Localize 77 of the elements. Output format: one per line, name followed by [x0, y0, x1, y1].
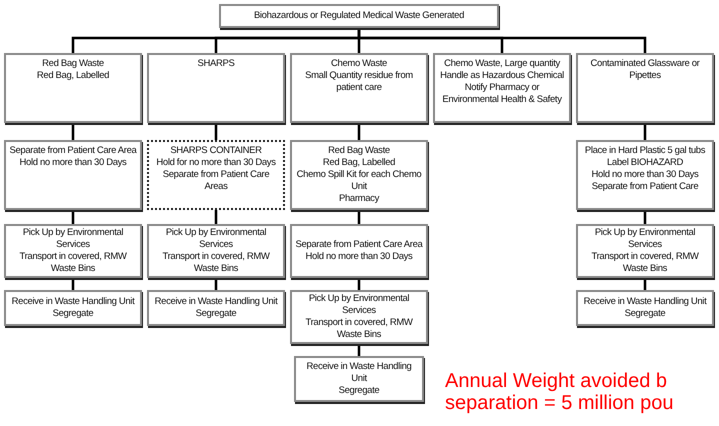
process-box: [576, 140, 714, 210]
connector-line: [72, 210, 74, 224]
box-text: Hold no more than 30 Days: [592, 169, 698, 181]
box-text: Notify Pharmacy or: [464, 82, 540, 94]
box-text: Separate from Patient Care Area: [296, 239, 422, 251]
box-text: Contaminated Glassware or Pipettes: [590, 58, 701, 82]
process-box: [290, 53, 428, 123]
connector-line: [358, 123, 360, 140]
box-text: SHARPS CONTAINER: [170, 145, 262, 157]
connector-line: [644, 278, 646, 290]
process-box: [433, 53, 571, 123]
connector-line: [214, 123, 218, 140]
box-text: Place in Hard Plastic 5 gal tubs: [584, 145, 706, 157]
box-text: Label BIOHAZARD: [606, 157, 684, 169]
process-box: [290, 290, 428, 344]
box-text: Separate from Patient Care Area: [10, 145, 136, 157]
process-box: [4, 224, 142, 278]
box-text: Separate from Patient Care Areas: [162, 169, 270, 193]
box-text: Red Bag Waste: [42, 58, 104, 70]
connector-line: [214, 278, 218, 290]
box-text: Red Bag, Labelled: [322, 157, 396, 169]
process-box: [290, 224, 428, 278]
process-box: [147, 53, 285, 123]
box-text: Transport in covered, RMW Waste Bins: [18, 251, 128, 275]
box-text: Transport in covered, RMW Waste Bins: [161, 251, 271, 275]
process-box: [219, 4, 499, 28]
connector-line: [358, 28, 646, 53]
connector-line: [358, 210, 360, 224]
box-text: Pick Up by Environmental Services: [164, 227, 268, 251]
box-text: Small Quantity residue from patient care: [304, 70, 414, 94]
box-text: Pick Up by Environmental Services: [22, 227, 124, 251]
note-text: separation = 5 million pou: [445, 392, 674, 414]
connector-line: [72, 123, 74, 140]
box-text: Chemo Spill Kit for each Chemo Unit: [296, 169, 422, 193]
process-box: [4, 140, 142, 210]
box-text: Separate from Patient Care: [592, 181, 698, 193]
process-box: [576, 224, 714, 278]
box-text: Receive in Waste Handling Unit: [154, 296, 278, 308]
box-text: Handle as Hazardous Chemical: [440, 70, 564, 82]
box-text: Hold no more than 30 Days: [20, 157, 126, 169]
box-text: Chemo Waste: [331, 58, 387, 70]
box-text: Segregate: [624, 308, 666, 320]
process-box: [576, 53, 714, 123]
process-box: [147, 224, 285, 278]
box-text: Transport in covered, RMW Waste Bins: [304, 317, 414, 341]
box-text: Hold for no more than 30 Days: [156, 157, 276, 169]
connector-line: [72, 278, 74, 290]
process-box: [576, 290, 714, 326]
connector-line: [214, 210, 218, 224]
box-text: Hold no more than 30 Days: [306, 251, 412, 263]
box-text: Receive in Waste Handling Unit: [584, 296, 706, 308]
connector-line: [358, 278, 360, 290]
box-text: Biohazardous or Regulated Medical Waste Generated: [254, 10, 464, 22]
box-text: Segregate: [52, 308, 94, 320]
process-box: [147, 140, 285, 210]
box-text: Receive in Waste Handling Unit: [306, 361, 412, 385]
box-text: Chemo Waste, Large quantity: [444, 58, 560, 70]
connector-line: [644, 210, 646, 224]
box-text: Environmental Health & Safety: [442, 94, 562, 106]
box-text: Pick Up by Environmental Services: [308, 293, 410, 317]
process-box: [147, 290, 285, 326]
process-box: [290, 140, 428, 210]
process-box: [4, 53, 142, 123]
connector-line: [644, 123, 646, 140]
box-text: Segregate: [196, 308, 236, 320]
box-text: Segregate: [338, 385, 380, 397]
connector-line: [358, 344, 360, 356]
process-box: [294, 356, 424, 402]
box-text: Receive in Waste Handling Unit: [12, 296, 134, 308]
box-text: Pick Up by Environmental Services: [594, 227, 696, 251]
box-text: Red Bag, Labelled: [36, 70, 110, 82]
box-text: Pharmacy: [339, 193, 379, 205]
box-text: SHARPS: [198, 58, 234, 70]
box-text: Red Bag Waste: [328, 145, 390, 157]
note-text: Annual Weight avoided b: [445, 370, 668, 392]
box-text: Transport in covered, RMW Waste Bins: [590, 251, 700, 275]
process-box: [4, 290, 142, 326]
